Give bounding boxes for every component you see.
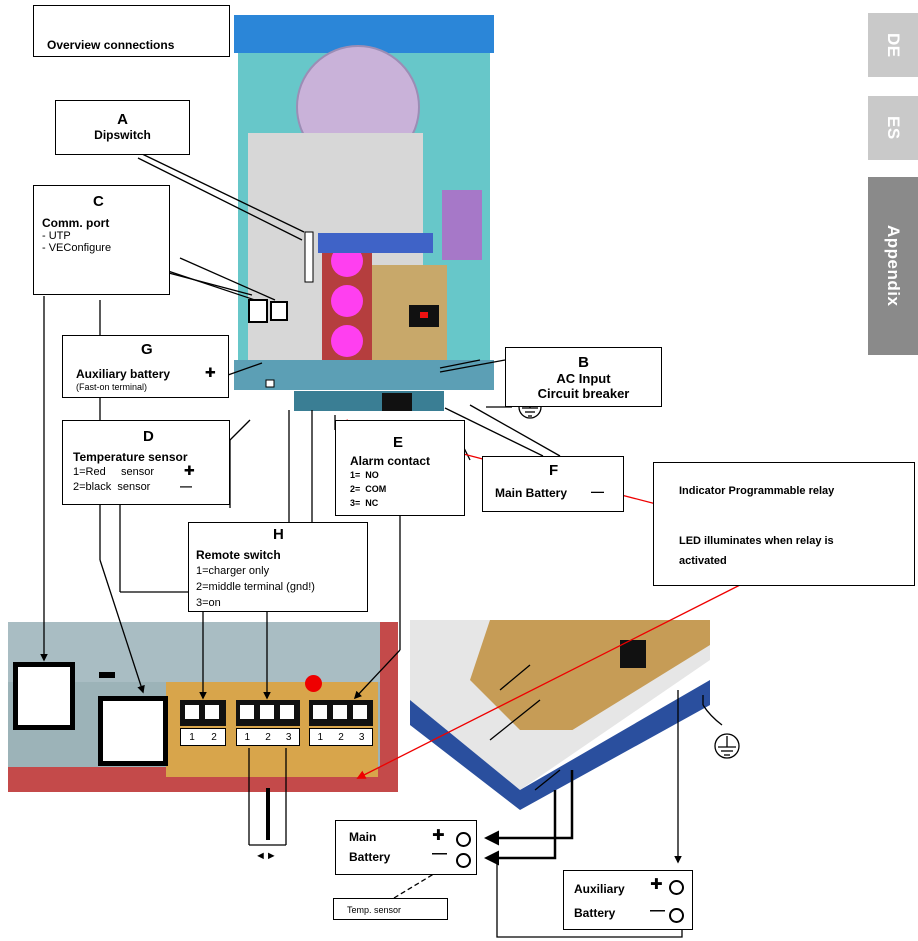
main-battery-minus-terminal [456, 853, 471, 868]
callout-d: D Temperature sensor 1=Red sensor ✚ 2=bl… [62, 420, 230, 505]
title-box: Overview connections [33, 5, 230, 57]
aux-battery-plus-terminal [669, 880, 684, 895]
aux-battery-box: Auxiliary Battery ✚ — [563, 870, 693, 930]
temp-sensor-label: Temp. sensor [333, 898, 448, 920]
relay-led [305, 675, 322, 692]
main-battery-box: Main Battery ✚ — [335, 820, 477, 875]
tab-es[interactable]: ES [868, 96, 918, 160]
angled-unit-photo [410, 620, 710, 810]
page-title: Overview connections [47, 38, 175, 52]
callout-a: A Dipswitch [55, 100, 190, 155]
relay-note-box: Indicator Programmable relay LED illumin… [653, 462, 915, 586]
callout-f: F Main Battery — [482, 456, 624, 512]
callout-c: C Comm. port - UTP - VEConfigure [33, 185, 170, 295]
main-battery-plus-terminal [456, 832, 471, 847]
callout-h: H Remote switch 1=charger only 2=middle … [188, 522, 368, 612]
callout-g: G Auxiliary battery ✚ (Fast-on terminal) [62, 335, 229, 398]
tab-appendix[interactable]: Appendix [868, 177, 918, 355]
tab-de[interactable]: DE [868, 13, 918, 77]
callout-b: B AC Input Circuit breaker [505, 347, 662, 407]
double-arrow-icon: ◄► [255, 850, 277, 862]
comm-port-socket-b [98, 696, 168, 766]
aux-battery-minus-terminal [669, 908, 684, 923]
callout-e: E Alarm contact 1= NO 2= COM 3= NC [335, 420, 465, 516]
inverter-photo [234, 15, 494, 411]
comm-port-socket-a [13, 662, 75, 730]
